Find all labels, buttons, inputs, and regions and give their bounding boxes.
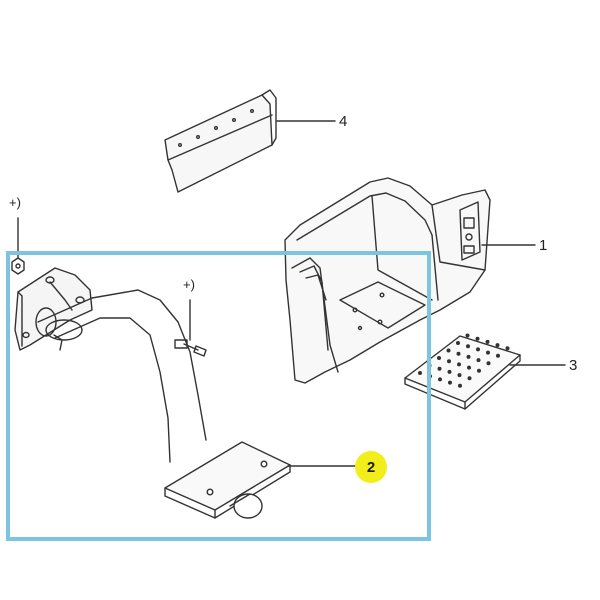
part-3-tread-plate — [404, 333, 566, 410]
perforation-hole — [467, 365, 471, 370]
label-part-2: 2 — [366, 458, 376, 476]
perforation-hole — [486, 350, 490, 355]
perforation-hole — [477, 368, 481, 373]
perforation-hole — [447, 369, 452, 374]
perforation-hole — [418, 371, 422, 375]
nut — [11, 217, 25, 275]
perforation-hole — [458, 383, 462, 388]
label-part-4: 4 — [339, 113, 348, 130]
part-4-bracket-plate — [164, 89, 336, 193]
fastener-mark-bolt: +) — [183, 277, 195, 292]
label-part-1: 1 — [539, 237, 548, 254]
highlight-frame — [6, 251, 431, 541]
perforation-hole — [457, 373, 462, 378]
perforation-hole — [465, 333, 470, 338]
part-1-step-housing — [284, 177, 536, 384]
perforation-hole — [457, 362, 461, 367]
perforation-hole — [466, 344, 470, 349]
fastener-mark-nut: +) — [9, 195, 21, 210]
perforation-hole — [456, 351, 461, 356]
perforation-hole — [437, 356, 441, 360]
perforation-hole — [496, 353, 500, 358]
perforation-hole — [476, 358, 481, 363]
perforation-hole — [437, 366, 442, 371]
perforation-hole — [495, 343, 500, 348]
perforation-hole — [467, 376, 472, 381]
perforation-hole — [476, 347, 480, 352]
perforation-hole — [448, 380, 452, 385]
perforation-hole — [466, 354, 471, 359]
label-part-3: 3 — [569, 357, 578, 374]
perforation-hole — [446, 348, 451, 353]
callout-part-2: 2 — [355, 451, 387, 483]
perforation-hole — [505, 346, 510, 351]
part-2-step-pedal — [14, 267, 359, 519]
perforation-hole — [456, 341, 460, 345]
perforation-hole — [438, 377, 442, 382]
perforation-hole — [475, 336, 480, 341]
perforation-hole — [486, 361, 491, 366]
bolt — [174, 339, 207, 357]
perforation-hole — [485, 339, 490, 344]
perforation-hole — [447, 359, 451, 364]
